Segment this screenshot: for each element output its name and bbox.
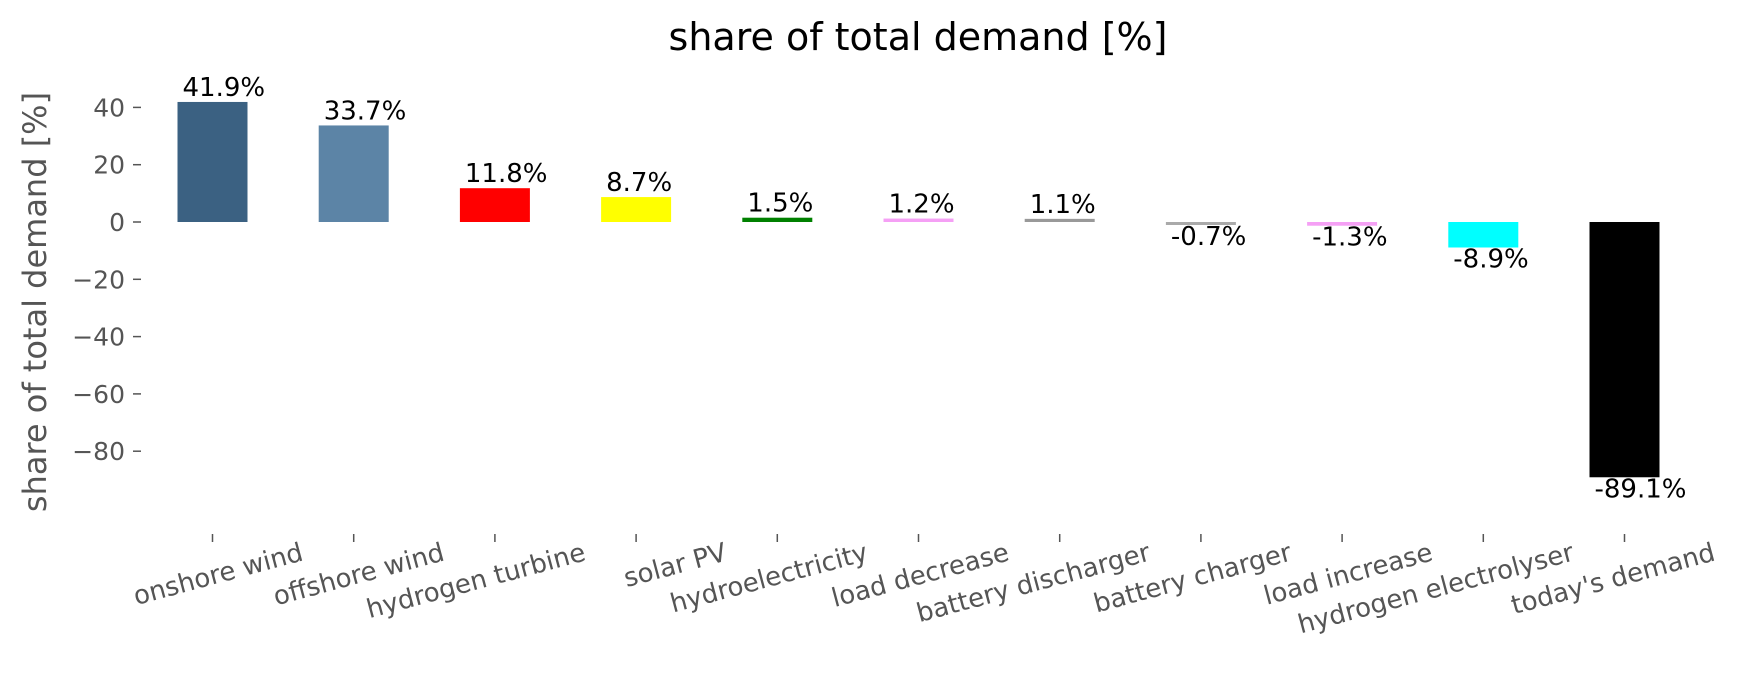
chart-title: share of total demand [%] (669, 15, 1168, 59)
data-label: -8.9% (1453, 244, 1528, 274)
data-labels: 41.9% 33.7% 11.8% 8.7% 1.5% 1.2% 1.1% -0.7% -1.3… (183, 73, 1687, 504)
data-label: 8.7% (606, 168, 672, 198)
y-tick-label: −40 (72, 323, 125, 352)
bar (601, 197, 672, 222)
data-label: -0.7% (1171, 222, 1246, 252)
y-tick-label: 0 (109, 208, 125, 237)
y-tick-label: 20 (93, 151, 125, 180)
y-tick-label: −80 (72, 437, 125, 466)
bar (1307, 222, 1378, 226)
bar (1024, 218, 1095, 222)
y-axis-label: share of total demand [%] (16, 92, 54, 512)
bar (883, 218, 954, 222)
data-label: 1.1% (1030, 190, 1096, 220)
data-label: 33.7% (324, 96, 407, 126)
bar (1589, 222, 1660, 478)
data-label: 11.8% (465, 159, 548, 189)
y-tick-label: −20 (72, 265, 125, 294)
data-label: -1.3% (1312, 223, 1387, 253)
data-label: -89.1% (1595, 474, 1687, 504)
y-tick-label: −60 (72, 380, 125, 409)
y-tick-label: 40 (93, 93, 125, 122)
data-label: 1.2% (889, 190, 955, 220)
bar (318, 125, 389, 222)
bar (1165, 222, 1236, 225)
bar (742, 217, 813, 222)
bar (177, 101, 248, 222)
bars (177, 101, 1660, 478)
y-axis: 40 20 0 −20 −40 −60 −80 (72, 93, 141, 466)
data-label: 1.5% (747, 189, 813, 219)
data-label: 41.9% (183, 73, 266, 103)
bar (459, 188, 530, 222)
bar (1448, 222, 1519, 248)
